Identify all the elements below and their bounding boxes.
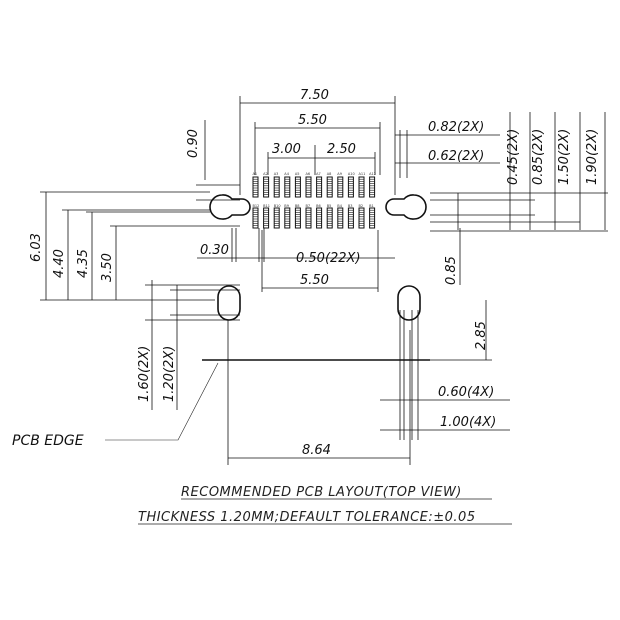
pad-b1 <box>369 207 376 229</box>
pad-a3 <box>273 176 280 198</box>
dim-4-35: 4.35 <box>76 249 91 278</box>
pin-label-b7: B7 <box>306 204 311 208</box>
left-keyhole-slot <box>209 194 251 220</box>
pad-b3 <box>347 207 354 229</box>
dim-0-50: 0.50(22X) <box>296 251 361 266</box>
dim-1-90: 1.90(2X) <box>585 129 600 185</box>
dim-2-85: 2.85 <box>474 321 489 350</box>
dim-0-45: 0.45(2X) <box>506 129 521 185</box>
pad-b6 <box>316 207 323 229</box>
pad-b11 <box>263 207 270 229</box>
top-dimension-lines <box>196 96 608 232</box>
pin-label-a3: A3 <box>274 172 279 176</box>
pad-a10 <box>347 176 354 198</box>
dim-5-50-bottom: 5.50 <box>300 273 329 288</box>
pitch-dimension-lines <box>197 228 461 292</box>
dim-3-00: 3.00 <box>272 142 301 157</box>
dim-0-60: 0.60(4X) <box>438 385 494 400</box>
pad-a7 <box>316 176 323 198</box>
dim-0-30: 0.30 <box>200 243 229 258</box>
pad-a1 <box>252 176 259 198</box>
dim-1-60: 1.60(2X) <box>137 346 152 402</box>
pad-b10 <box>273 207 280 229</box>
dim-6-03: 6.03 <box>29 233 44 262</box>
lower-dimension-lines <box>145 280 510 465</box>
pin-label-b2: B2 <box>359 204 364 208</box>
dim-1-20: 1.20(2X) <box>162 346 177 402</box>
dim-4-40: 4.40 <box>52 249 67 278</box>
dimension-labels: 7.50 5.50 3.00 2.50 0.82(2X) 0.62(2X) 0.… <box>12 88 600 458</box>
pad-b2 <box>358 207 365 229</box>
pin-label-b8: B8 <box>295 204 300 208</box>
pad-a6 <box>305 176 312 198</box>
dim-0-85: 0.85(2X) <box>531 129 546 185</box>
pin-label-b3: B3 <box>348 204 353 208</box>
dim-3-50: 3.50 <box>100 253 115 282</box>
dim-1-50: 1.50(2X) <box>557 129 572 185</box>
pin-label-a2: A2 <box>263 172 268 176</box>
pin-label-a4: A4 <box>284 172 289 176</box>
dim-0-62: 0.62(2X) <box>428 149 484 164</box>
pad-b8 <box>294 207 301 229</box>
caption-note: THICKNESS 1.20MM;DEFAULT TOLERANCE:±0.05 <box>138 510 476 525</box>
pad-a5 <box>294 176 301 198</box>
pin-label-a1: A1 <box>253 172 258 176</box>
dim-2-50: 2.50 <box>327 142 356 157</box>
right-keyhole-slot <box>385 194 427 220</box>
dim-7-50: 7.50 <box>300 88 329 103</box>
pad-a9 <box>337 176 344 198</box>
pad-a4 <box>284 176 291 198</box>
pin-label-b5: B5 <box>327 204 332 208</box>
right-oval-slot <box>397 285 421 321</box>
dim-0-82: 0.82(2X) <box>428 120 484 135</box>
pad-b5 <box>326 207 333 229</box>
pin-label-b12: B12 <box>253 204 260 208</box>
pin-label-a11: A11 <box>359 172 366 176</box>
pin-label-b11: B11 <box>263 204 270 208</box>
dim-0-90: 0.90 <box>186 129 201 158</box>
pad-a12 <box>369 176 376 198</box>
mounting-slots <box>209 194 427 321</box>
dim-1-00: 1.00(4X) <box>440 415 496 430</box>
pcb-edge-label: PCB EDGE <box>12 433 84 449</box>
pad-a2 <box>263 176 270 198</box>
caption-title: RECOMMENDED PCB LAYOUT(TOP VIEW) <box>181 485 462 500</box>
pin-label-a12: A12 <box>369 172 376 176</box>
pin-label-a8: A8 <box>327 172 332 176</box>
pin-label-a9: A9 <box>337 172 342 176</box>
dim-0-85-single: 0.85 <box>444 256 459 285</box>
dim-8-64: 8.64 <box>302 443 331 458</box>
left-oval-slot <box>217 285 241 321</box>
pin-label-b1: B1 <box>369 204 374 208</box>
pin-label-a5: A5 <box>295 172 300 176</box>
pin-label-b10: B10 <box>274 204 281 208</box>
pin-label-b9: B9 <box>284 204 289 208</box>
pad-b4 <box>337 207 344 229</box>
pin-label-a10: A10 <box>348 172 355 176</box>
pin-label-b4: B4 <box>337 204 342 208</box>
left-dimension-lines <box>40 191 240 301</box>
pad-b9 <box>284 207 291 229</box>
pad-b12 <box>252 207 259 229</box>
pin-label-a7: A7 <box>316 172 321 176</box>
pad-a8 <box>326 176 333 198</box>
pad-a11 <box>358 176 365 198</box>
pin-label-b6: B6 <box>316 204 321 208</box>
pad-b7 <box>305 207 312 229</box>
dim-5-50-top: 5.50 <box>298 113 327 128</box>
pcb-edge-leader <box>105 362 219 441</box>
pin-label-a6: A6 <box>306 172 311 176</box>
